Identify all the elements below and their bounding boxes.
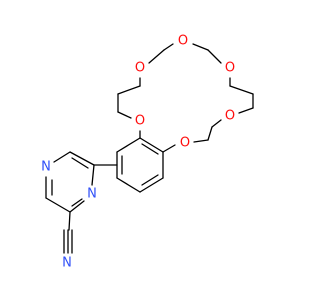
bond: [69, 151, 95, 166]
bond: [117, 111, 132, 119]
atom-symbol: N: [41, 160, 51, 175]
oxygen-atom: O: [134, 60, 146, 76]
bond: [69, 200, 85, 213]
bond: [117, 85, 141, 95]
bond: [148, 49, 165, 64]
bond: [116, 177, 141, 193]
atom-symbol: O: [135, 114, 145, 129]
oxygen-atom: O: [177, 33, 189, 49]
bond: [53, 151, 71, 163]
nitrogen-atom: N: [40, 159, 52, 175]
atom-symbol: O: [225, 61, 235, 76]
bond: [139, 177, 164, 193]
atom-label-background: [179, 135, 191, 151]
atom-symbol: O: [135, 61, 145, 76]
bond: [71, 157, 89, 169]
bond: [141, 174, 159, 186]
bond: [91, 164, 95, 186]
bond: [141, 143, 159, 155]
bond: [162, 144, 176, 153]
bond: [211, 119, 222, 128]
atom-labels: O O O O O O N N N: [40, 33, 236, 271]
atom-symbol: O: [225, 109, 235, 124]
nitrile-group: [63, 211, 73, 254]
bond: [229, 85, 254, 95]
atom-label-background: [224, 108, 236, 124]
atom-label-background: [86, 186, 98, 202]
bond: [193, 139, 209, 143]
bond: [207, 49, 222, 64]
atom-symbol: N: [62, 256, 72, 271]
oxygen-atom: O: [224, 60, 236, 76]
atom-symbol: O: [178, 34, 188, 49]
bond: [116, 137, 141, 153]
bond: [192, 43, 209, 51]
benzene-ring: [116, 137, 164, 193]
atom-label-background: [224, 60, 236, 76]
nitrogen-atom: N: [61, 255, 73, 271]
bond: [163, 43, 174, 51]
pyrazine-ring: [45, 151, 95, 213]
atom-label-background: [61, 255, 73, 271]
atom-label-background: [134, 113, 146, 129]
atom-label-background: [134, 60, 146, 76]
bond: [207, 126, 213, 141]
molecule-diagram: O O O O O O N N N: [40, 33, 254, 271]
nitrogen-atom: N: [86, 186, 98, 202]
oxygen-atom: O: [224, 108, 236, 124]
atom-label-background: [40, 159, 52, 175]
oxygen-atom: O: [179, 135, 191, 151]
atom-symbol: N: [87, 187, 97, 202]
atom-label-background: [177, 33, 189, 49]
bond: [139, 137, 164, 153]
bond: [238, 107, 254, 114]
bond: [68, 211, 71, 231]
oxygen-atom: O: [134, 113, 146, 129]
bond: [45, 197, 71, 213]
structure-drawing: O O O O O O N N N: [40, 33, 254, 271]
crown-ether-bonds: [117, 43, 254, 153]
bond: [71, 198, 83, 207]
atom-symbol: O: [180, 136, 190, 151]
